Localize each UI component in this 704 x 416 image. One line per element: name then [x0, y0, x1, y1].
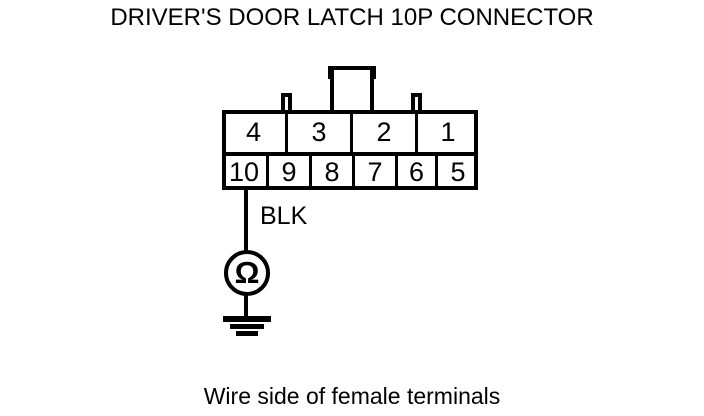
test-lead-wire-lower: [244, 294, 248, 318]
terminal-cell-7[interactable]: 7: [355, 154, 398, 190]
ground-icon-bar-2: [230, 324, 264, 329]
locking-tab-left-icon: [281, 93, 292, 112]
terminal-label: 7: [367, 156, 383, 187]
connector-diagram: 4 3 2 1 10 9 8 7 6 5: [222, 66, 478, 190]
terminal-cell-2[interactable]: 2: [353, 110, 418, 154]
ground-icon-bar-3: [236, 331, 258, 336]
locking-tab-right-icon: [411, 93, 422, 112]
terminal-row-bottom: 10 9 8 7 6 5: [222, 154, 478, 190]
terminal-cell-5[interactable]: 5: [438, 154, 478, 190]
terminal-cell-9[interactable]: 9: [269, 154, 312, 190]
ground-icon-bar-1: [223, 316, 271, 322]
terminal-row-top: 4 3 2 1: [222, 110, 478, 154]
figure-caption: Wire side of female terminals: [203, 383, 501, 409]
terminal-label: 2: [376, 116, 392, 147]
terminal-cell-6[interactable]: 6: [398, 154, 438, 190]
terminal-label: 3: [311, 116, 327, 147]
terminal-cell-1[interactable]: 1: [418, 110, 478, 154]
terminal-label: 8: [324, 156, 340, 187]
terminal-label: 10: [228, 156, 260, 187]
row-divider: [222, 152, 478, 156]
terminal-label: 6: [408, 156, 425, 187]
terminal-cell-8[interactable]: 8: [312, 154, 355, 190]
wire-color-label: BLK: [260, 202, 308, 230]
terminal-cell-3[interactable]: 3: [288, 110, 353, 154]
terminal-label: 1: [440, 116, 456, 147]
test-lead-wire-upper: [244, 188, 248, 251]
terminal-label: 5: [450, 156, 466, 187]
terminal-label: 9: [281, 156, 297, 187]
terminal-label: 4: [245, 116, 262, 147]
ohm-symbol: Ω: [234, 255, 260, 290]
page-title: DRIVER'S DOOR LATCH 10P CONNECTOR: [110, 4, 594, 31]
terminal-cell-10[interactable]: 10: [222, 154, 269, 190]
ohmmeter-icon: Ω: [224, 250, 270, 296]
latch-block-icon: [330, 66, 374, 112]
terminal-cell-4[interactable]: 4: [222, 110, 288, 154]
